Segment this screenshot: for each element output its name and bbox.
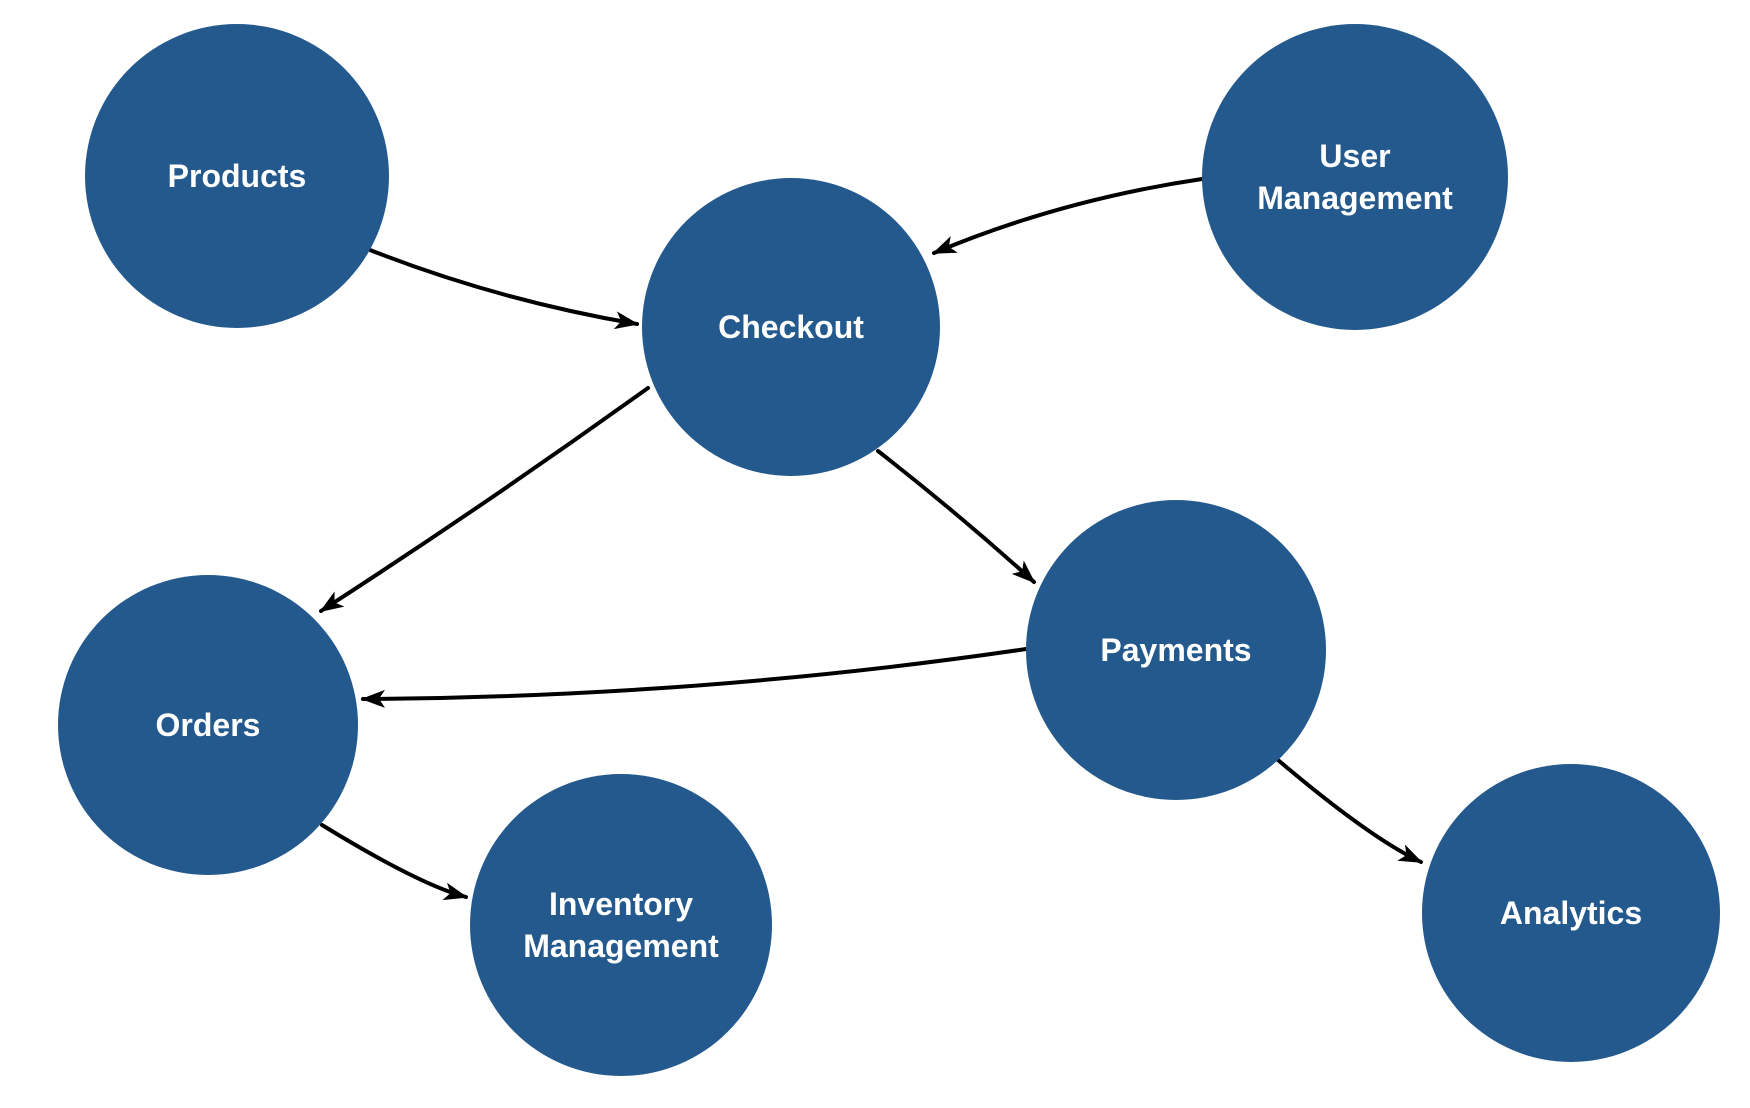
node-payments[interactable]: Payments (1026, 500, 1326, 800)
node-label-products: Products (168, 158, 307, 194)
node-circle-payments[interactable] (1026, 500, 1326, 800)
node-circle-products[interactable] (85, 24, 389, 328)
edge-checkout-to-payments (876, 449, 1036, 584)
node-circle-analytics[interactable] (1422, 764, 1720, 1062)
node-circle-orders[interactable] (58, 575, 358, 875)
node-label-line: Payments (1100, 632, 1251, 668)
edge-user-management-to-checkout (932, 177, 1204, 255)
node-checkout[interactable]: Checkout (642, 178, 940, 476)
edge-payments-to-orders (361, 647, 1028, 708)
node-label-line: User (1319, 138, 1390, 174)
node-label-line: Management (1257, 180, 1453, 216)
node-analytics[interactable]: Analytics (1422, 764, 1720, 1062)
node-circle-user-management[interactable] (1202, 24, 1508, 330)
node-circle-checkout[interactable] (642, 178, 940, 476)
edge-products-to-checkout (368, 248, 639, 330)
node-label-line: Management (523, 928, 719, 964)
node-circle-inventory-management[interactable] (470, 774, 772, 1076)
edge-payments-to-analytics (1276, 758, 1423, 864)
node-label-checkout: Checkout (718, 309, 864, 345)
node-label-line: Checkout (718, 309, 864, 345)
node-orders[interactable]: Orders (58, 575, 358, 875)
edge-orders-to-inventory-management (320, 823, 468, 901)
node-label-payments: Payments (1100, 632, 1251, 668)
edge-checkout-to-orders (319, 386, 650, 613)
node-label-line: Products (168, 158, 307, 194)
node-label-orders: Orders (156, 707, 261, 743)
node-label-analytics: Analytics (1500, 895, 1642, 931)
node-label-line: Inventory (549, 886, 693, 922)
node-label-line: Analytics (1500, 895, 1642, 931)
node-products[interactable]: Products (85, 24, 389, 328)
node-label-line: Orders (156, 707, 261, 743)
